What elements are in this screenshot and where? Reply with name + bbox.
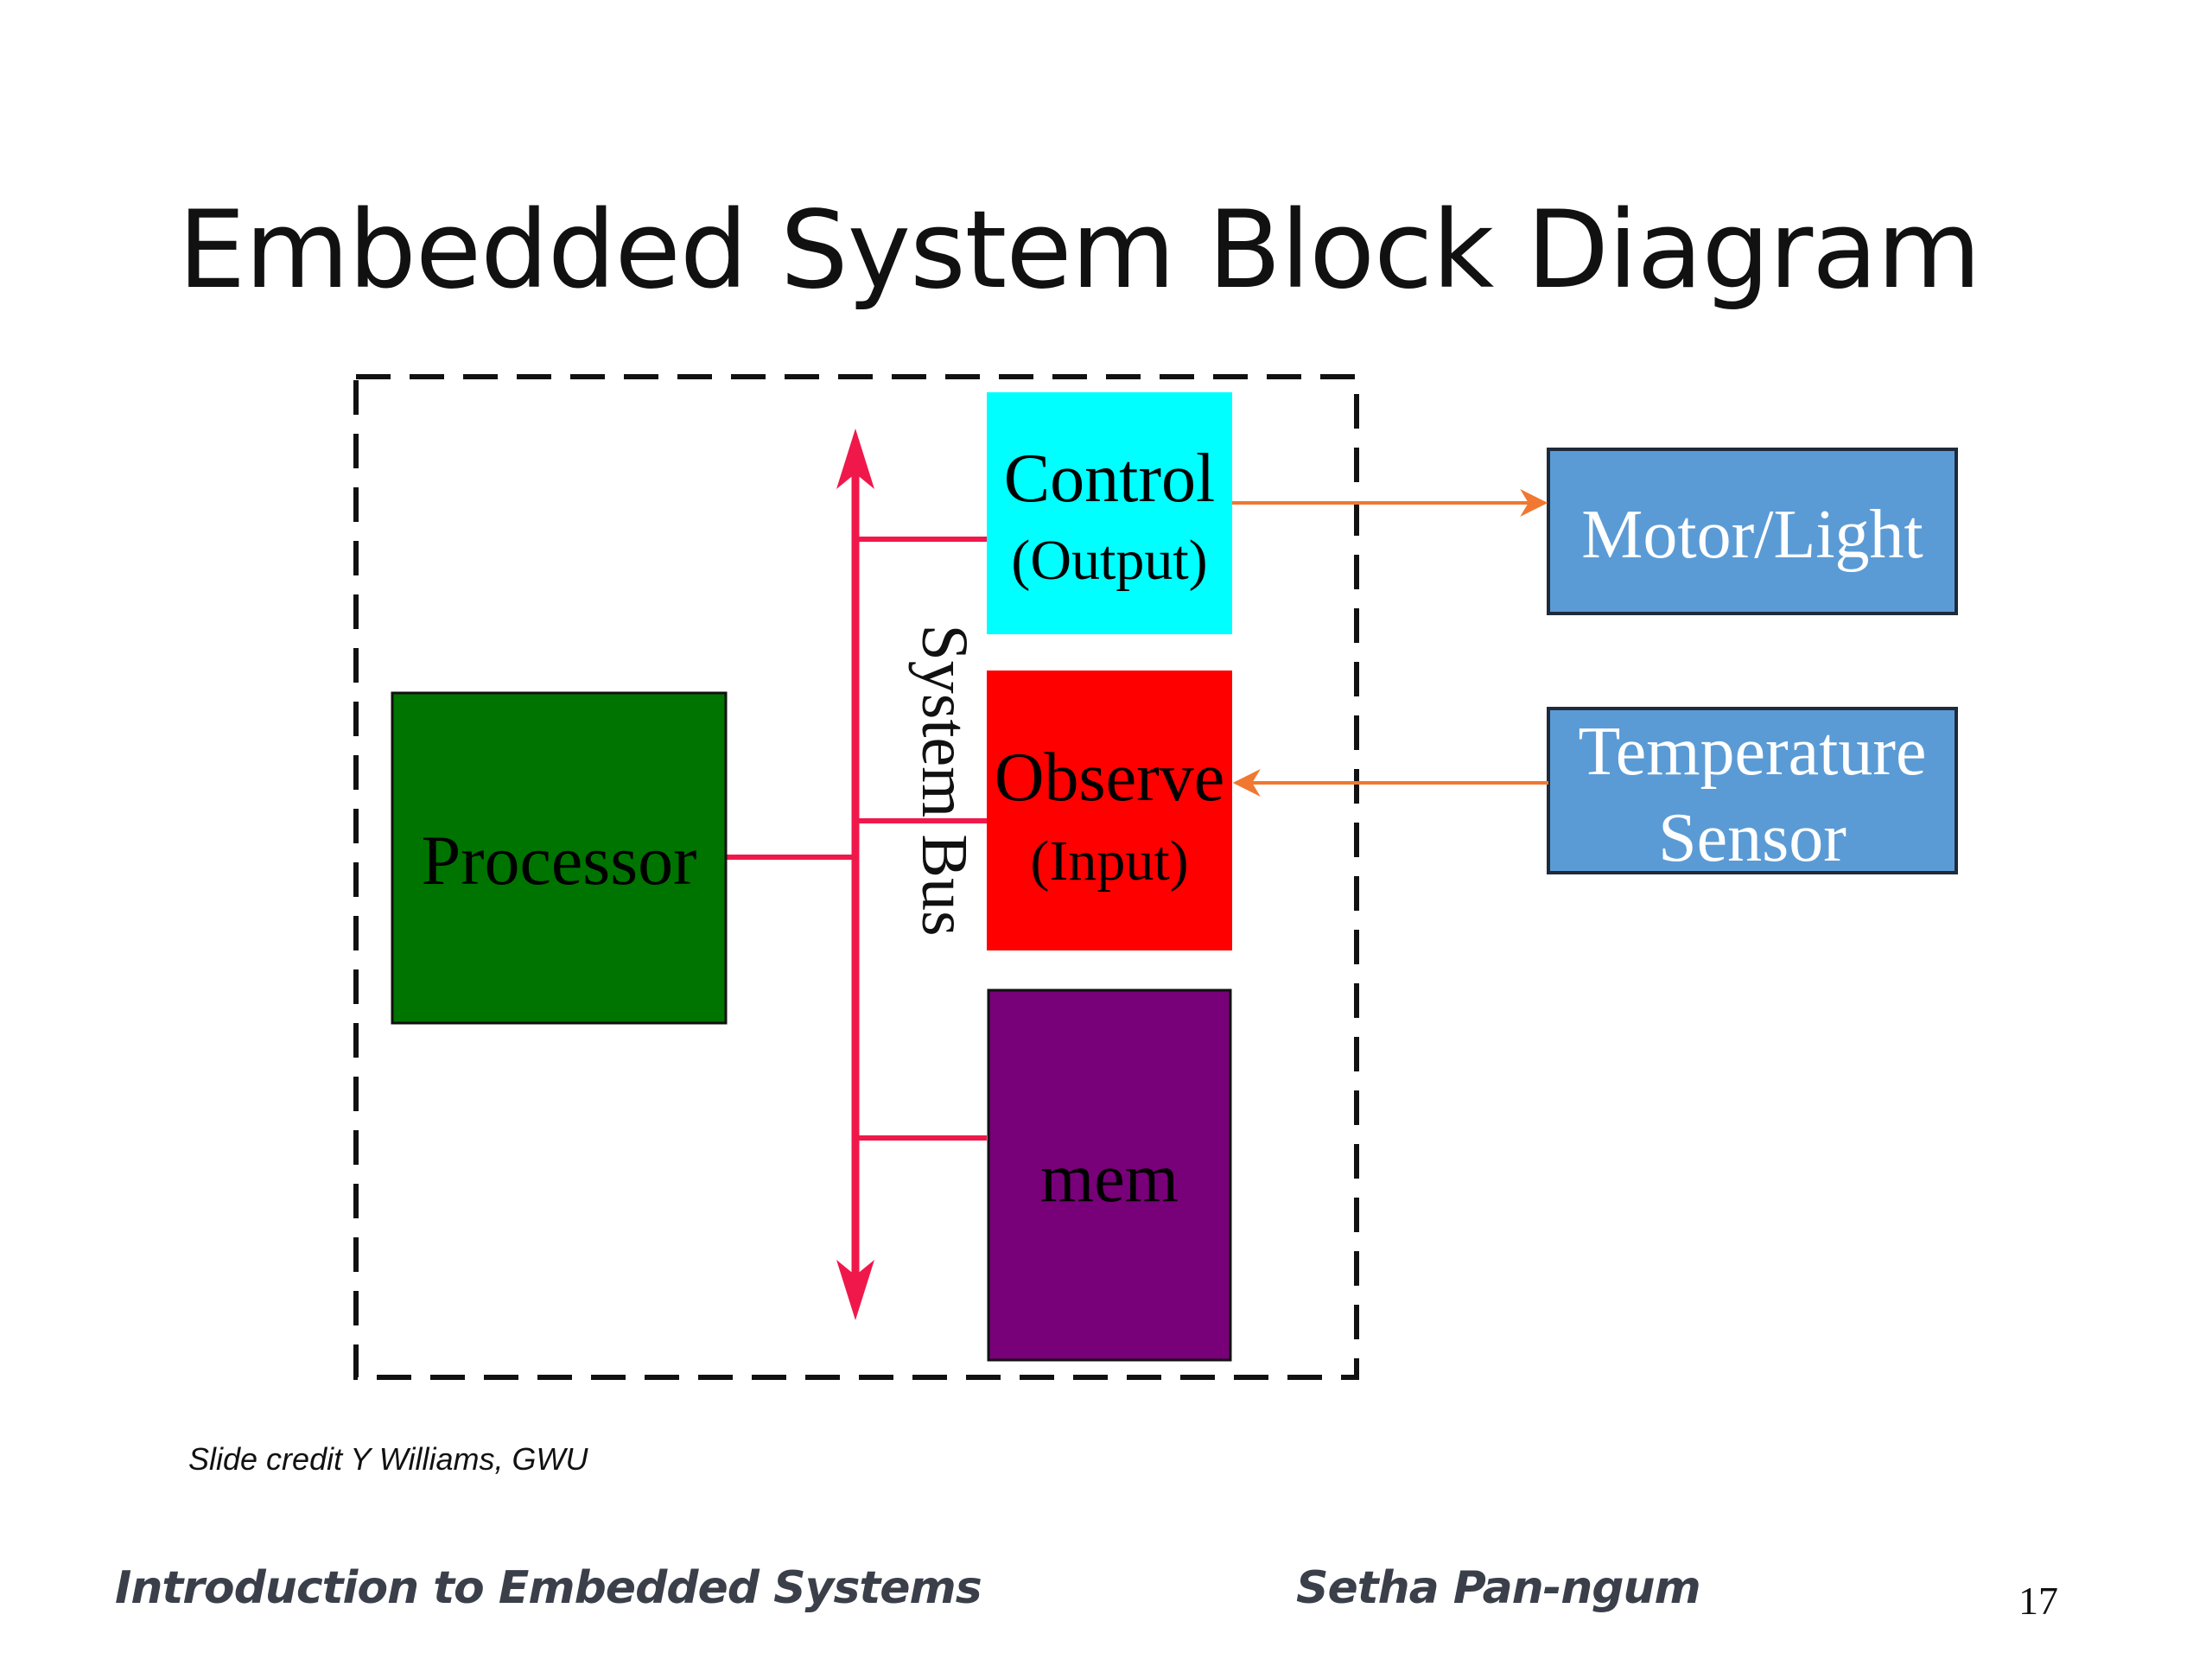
mem-block: mem xyxy=(987,988,1232,1362)
temperature-sensor-block: Temperature Sensor xyxy=(1547,707,1958,876)
footer-author: Setha Pan-ngum xyxy=(1296,1562,1701,1614)
system-bus xyxy=(836,429,874,1320)
motor-light-label: Motor/Light xyxy=(1581,497,1923,573)
control-label: Control xyxy=(1004,441,1215,517)
motor-light-block: Motor/Light xyxy=(1547,448,1958,615)
system-bus-label: System Bus xyxy=(908,624,981,936)
embedded-system-boundary xyxy=(353,374,1359,1380)
temperature-sensor-sublabel: Sensor xyxy=(1658,800,1847,876)
control-block: Control (Output) xyxy=(987,392,1232,634)
mem-label: mem xyxy=(1040,1141,1179,1217)
processor-block: Processor xyxy=(391,691,728,1025)
observe-block: Observe (Input) xyxy=(987,671,1232,950)
temperature-sensor-label: Temperature xyxy=(1578,714,1926,790)
processor-label: Processor xyxy=(422,821,697,899)
observe-label: Observe xyxy=(995,740,1225,816)
page-number: 17 xyxy=(2018,1579,2058,1623)
slide-title: Embedded System Block Diagram xyxy=(178,188,1981,313)
control-sublabel: (Output) xyxy=(1011,529,1207,592)
footer-course-title: Introduction to Embedded Systems xyxy=(115,1562,982,1614)
slide-credit: Slide credit Y Williams, GWU xyxy=(188,1441,588,1477)
observe-sublabel: (Input) xyxy=(1030,830,1188,893)
